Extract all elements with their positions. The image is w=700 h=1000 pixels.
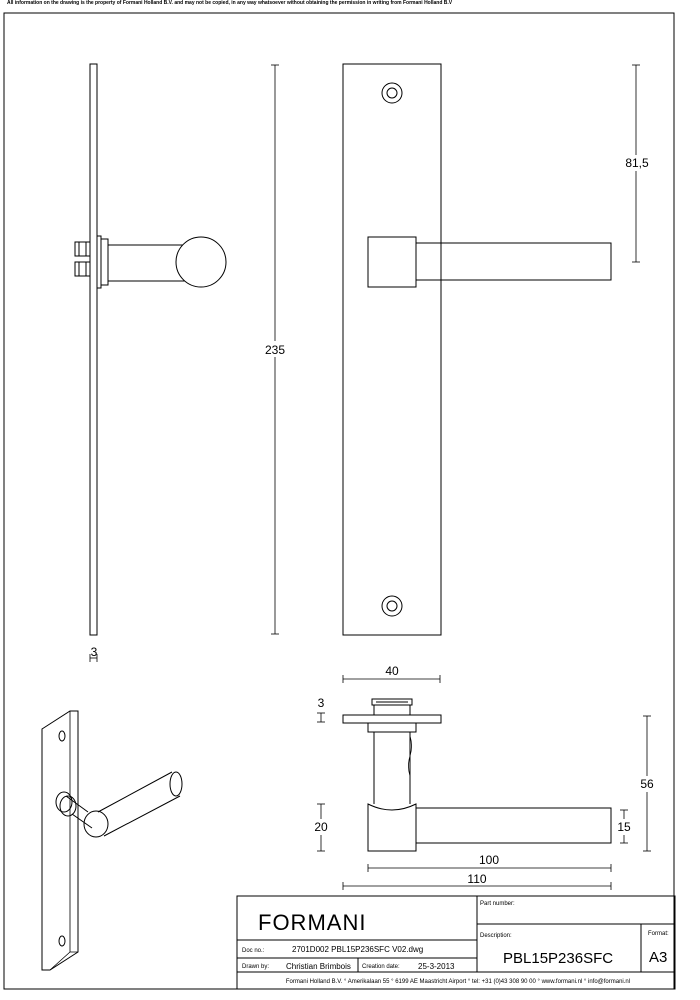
iso-rose [55,791,73,813]
doc-no-label: Doc no.: [242,948,265,954]
iso-screw-top [58,730,66,742]
side-view [74,63,227,636]
front-rose-block [367,236,417,288]
dim-total-length-label: 110 [467,872,486,886]
drawn-by-value: Christian Brimbois [286,962,351,971]
dim-lever-height-label: 81,5 [625,156,649,170]
iso-plate [41,710,79,971]
side-spindle-top [74,241,91,257]
dim-rose-diameter-label: 20 [314,820,328,834]
dim-lever-thickness-label: 15 [617,820,631,834]
description-label: Description: [480,933,512,939]
iso-lever-base [83,810,109,838]
isometric-view [41,710,183,971]
top-lever [415,807,612,844]
title-block [236,895,676,990]
doc-no-value: 2701D002 PBL15P236SFC V02.dwg [292,945,423,954]
formani-logo: FORMANI [258,910,366,935]
format-label: Format: [648,931,669,937]
dim-lever-length [367,864,612,872]
front-plate [342,63,442,636]
dim-rose-width-label: 40 [385,664,399,678]
dim-plate-thickness-label: 3 [91,645,98,659]
screw-hole-top [381,82,403,104]
iso-screw-bottom [58,935,66,947]
description-value: PBL15P236SFC [503,950,613,967]
disclaimer-text: All information on the drawing is the pr… [7,0,453,6]
top-rose-base [367,803,417,852]
creation-date-label: Creation date: [362,964,400,970]
top-rose-plate [342,714,442,724]
screw-hole-bottom [381,595,403,617]
drawn-by-label: Drawn by: [242,964,269,970]
top-view [342,698,612,852]
dim-lever-length-label: 100 [479,853,499,867]
side-rose [96,235,102,289]
dim-rose-thickness-label: 3 [318,696,325,710]
dim-rose-thickness [317,712,325,723]
front-view [342,63,612,636]
dim-rose-width [342,675,441,683]
dim-overall-height-label: 235 [265,343,285,357]
dim-plate-thickness [89,654,98,662]
side-lever-end [175,236,227,288]
dim-total-length [342,882,612,890]
dim-projection-label: 56 [640,777,654,791]
part-number-label: Part number: [480,901,515,907]
side-spindle-bottom [74,261,91,277]
format-value: A3 [649,949,667,966]
side-plate [89,63,98,636]
front-lever [415,242,612,281]
iso-lever [97,771,181,837]
creation-date-value: 25-3-2013 [418,962,455,971]
footer-address: Formani Holland B.V. ° Amerikalaan 55 ° … [286,979,630,985]
